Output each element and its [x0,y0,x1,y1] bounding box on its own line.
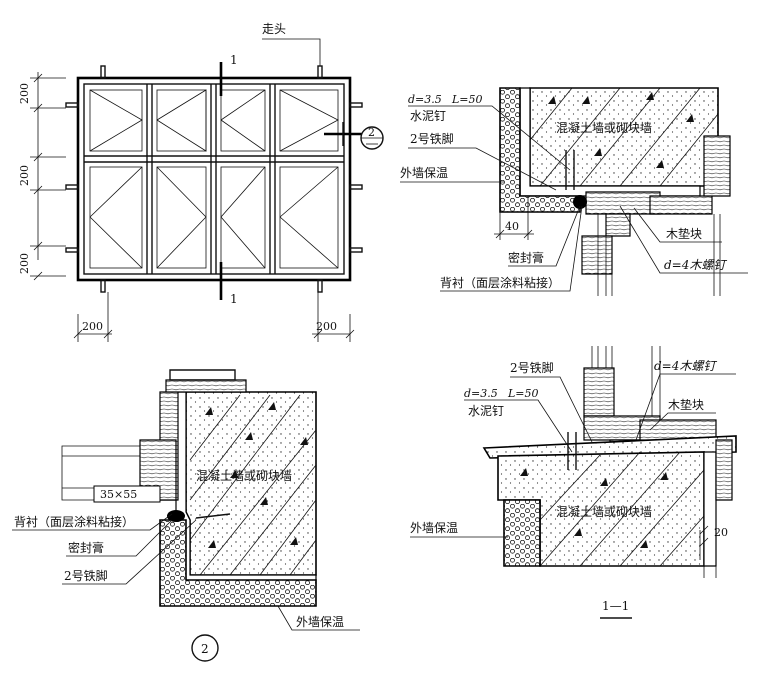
tr-label-nail: 水泥钉 [410,109,446,123]
tr-wall-label: 混凝土墙或砌块墙 [556,120,652,135]
d2-wall-label: 混凝土墙或砌块墙 [196,468,292,483]
br-title: 1—1 [602,599,629,613]
br-nail-l: L=50 [507,387,539,400]
br-wall-label: 混凝土墙或砌块墙 [556,504,652,519]
tr-sealant-bead [573,195,587,209]
d2-title: 2 [201,642,209,656]
br-label-screw: d=4木螺钉 [654,359,717,373]
tr-nail-l: L=50 [451,93,483,106]
br-dim-20: 20 [714,526,728,539]
d2-label-insulation: 外墙保温 [296,615,344,629]
window-elevation: 1 1 2 走头 200 200 200 [18,22,384,342]
section-mark-top: 1 [230,53,238,67]
br-nail-d: d=3.5 [464,387,498,400]
dim-left-2: 200 [18,165,31,186]
tr-label-iron: 2号铁脚 [410,131,454,146]
tr-label-wood-block: 木垫块 [666,226,702,241]
d2-sealant-bead [167,510,185,522]
d2-label-sealant: 密封膏 [68,540,104,555]
dim-left-3: 200 [18,253,31,274]
d2-label-iron: 2号铁脚 [64,568,108,583]
detail-2-section: 35×55 混凝土墙或砌块墙 背衬（面层涂料粘接） 密封膏 2号铁脚 外墙保温 … [12,369,360,662]
label-zoutou: 走头 [262,22,286,36]
detail-top-right: 混凝土墙或砌块墙 d=3.5 L=50 水泥钉 2号铁脚 外墙保温 40 密封膏… [400,87,748,296]
dim-bottom-1: 200 [82,320,103,333]
d2-insulation [159,519,317,607]
dim-bottom-2: 200 [316,320,337,333]
br-insulation [503,499,541,567]
tr-concrete-wall [529,87,719,187]
d2-dim-block: 35×55 [100,488,137,501]
tr-dim-40: 40 [505,220,519,233]
window-inner-frame [83,83,345,275]
detail-bottom-right: 混凝土墙或砌块墙 2号铁脚 d=4木螺钉 d=3.5 L=50 水泥钉 木垫块 … [410,346,737,619]
section-mark-bottom: 1 [230,292,238,306]
tr-label-insulation: 外墙保温 [400,166,448,180]
d2-label-backing: 背衬（面层涂料粘接） [14,514,134,529]
br-label-iron: 2号铁脚 [510,360,554,375]
br-label-insulation: 外墙保温 [410,521,458,535]
tr-label-backing: 背衬（面层涂料粘接） [440,275,560,290]
dim-left-1: 200 [18,83,31,104]
tr-label-screw: d=4木螺钉 [664,258,727,272]
br-label-wood-block: 木垫块 [668,397,704,412]
window-outer-frame [76,76,352,282]
br-label-nail: 水泥钉 [468,404,504,418]
tr-label-sealant: 密封膏 [508,250,544,265]
d2-title-circle [191,634,219,662]
detail-callout-number: 2 [368,126,375,139]
tr-nail-d: d=3.5 [408,93,442,106]
